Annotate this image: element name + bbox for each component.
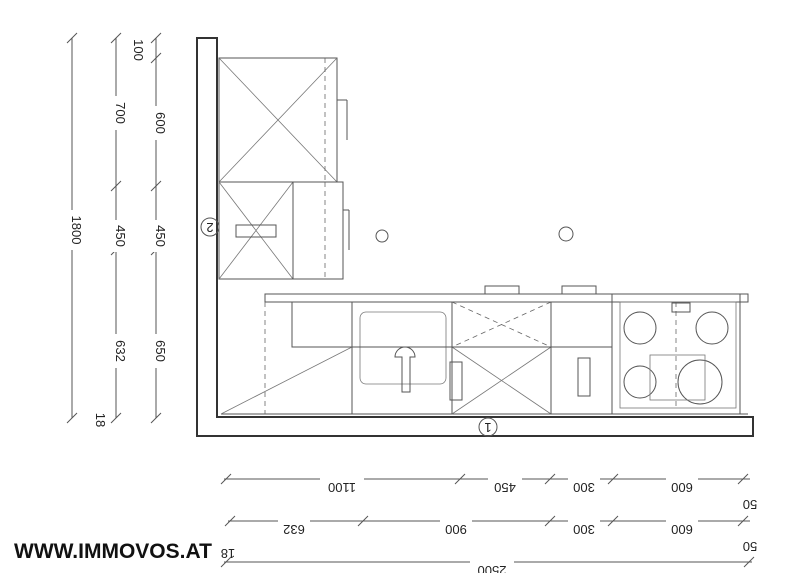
tall-cabinet	[218, 57, 350, 280]
dim-2500: 2500	[478, 563, 507, 573]
dim-1800: 1800	[69, 216, 84, 245]
dim-600-left: 600	[153, 112, 168, 134]
dim-50-row2: 50	[743, 539, 757, 554]
dim-700: 700	[113, 102, 128, 124]
dim-450-bottom: 450	[494, 480, 516, 495]
svg-text:1: 1	[484, 420, 491, 435]
dim-18-bottom: 18	[221, 546, 235, 561]
dim-600-row1: 600	[671, 480, 693, 495]
base-cabinets	[220, 226, 749, 415]
dim-632-bottom: 632	[283, 522, 305, 537]
svg-text:2: 2	[206, 220, 213, 235]
dim-450-inner: 450	[153, 225, 168, 247]
walls	[196, 37, 754, 437]
left-dimensions: 1800 700 450 632 18 100 600 450 650	[64, 32, 168, 427]
dim-18-left: 18	[93, 413, 108, 427]
bottom-dimensions: 1100 450 300 600 50 632 900 300 600 50 1…	[220, 471, 757, 573]
dim-900: 900	[445, 522, 467, 537]
watermark: WWW.IMMOVOS.AT	[14, 540, 212, 563]
dim-632: 632	[113, 340, 128, 362]
dim-300-row2: 300	[573, 522, 595, 537]
dim-100: 100	[131, 39, 146, 61]
dim-1100: 1100	[328, 480, 356, 495]
dim-300-row1: 300	[573, 480, 595, 495]
marker-2: 2	[200, 217, 220, 237]
dim-650: 650	[153, 340, 168, 362]
dim-600-row2: 600	[671, 522, 693, 537]
dim-450-middle: 450	[113, 225, 128, 247]
dim-50-row1: 50	[743, 497, 757, 512]
marker-1: 1	[478, 417, 498, 437]
